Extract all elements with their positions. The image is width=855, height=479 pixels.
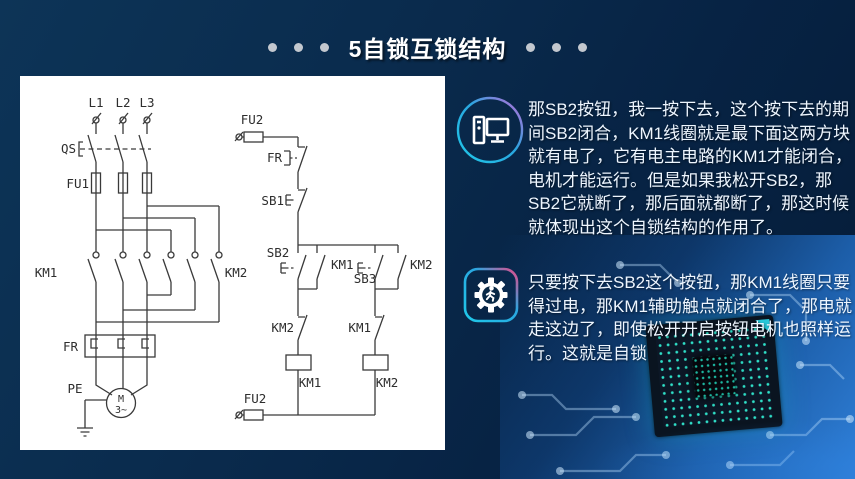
diagram-label-sb3: SB3 [354, 271, 377, 286]
diagram-label-km2-aux: KM2 [410, 257, 433, 272]
diagram-label-km2-nc: KM2 [271, 320, 294, 335]
title-dots-left [267, 42, 329, 52]
dot-icon [578, 42, 588, 52]
diagram-label-fr-main: FR [63, 339, 79, 354]
diagram-label-fr-ctrl: FR [267, 150, 283, 165]
dot-icon [319, 42, 329, 52]
diagram-label-km1-coil: KM1 [299, 375, 322, 390]
paragraph-self-lock-explain: 那SB2按钮，我一按下去，这个按下去的期间SB2闭合，KM1线圈就是最下面这两方… [528, 100, 852, 237]
diagram-label-qs: QS [61, 141, 76, 156]
diagram-label-km1-main: KM1 [35, 265, 58, 280]
diagram-label-motor-phase: 3~ [115, 405, 127, 416]
diagram-label-l2: L2 [115, 95, 130, 110]
diagram-label-motor: M [118, 394, 124, 405]
dot-icon [526, 42, 536, 52]
paragraph-self-lock-summary: 只要按下去SB2这个按钮，那KM1线圈只要得过电，那KM1辅助触点就闭合了，那电… [528, 273, 852, 363]
diagram-label-l3: L3 [139, 95, 154, 110]
circuit-board-background [500, 235, 855, 479]
page-title: 5自锁互锁结构 [348, 36, 507, 62]
bottom-glow [590, 419, 855, 479]
diagram-label-km2-coil: KM2 [376, 375, 399, 390]
diagram-label-fu2-bottom: FU2 [244, 391, 267, 406]
diagram-label-fu1: FU1 [66, 176, 89, 191]
diagram-label-km2-main: KM2 [225, 265, 248, 280]
circuit-diagram: L1 L2 L3 QS FU1 KM1 KM2 FR PE M 3~ FU2 F… [35, 95, 433, 437]
dot-icon [552, 42, 562, 52]
computer-icon [455, 95, 525, 170]
diagram-label-km1-nc: KM1 [348, 320, 371, 335]
diagram-label-fu2-top: FU2 [241, 112, 264, 127]
dot-icon [267, 42, 277, 52]
schematic-panel: L1 L2 L3 QS FU1 KM1 KM2 FR PE M 3~ FU2 F… [20, 76, 445, 450]
circuit-traces [518, 261, 854, 475]
gear-runner-icon [462, 265, 520, 330]
diagram-label-pe: PE [67, 381, 82, 396]
diagram-label-l1: L1 [88, 95, 103, 110]
title-dots-right [526, 42, 588, 52]
dot-icon [293, 42, 303, 52]
diagram-label-km1-aux: KM1 [331, 257, 354, 272]
diagram-label-sb1: SB1 [261, 193, 284, 208]
diagram-label-sb2: SB2 [267, 245, 290, 260]
title-bar: 5自锁互锁结构 [0, 30, 855, 64]
